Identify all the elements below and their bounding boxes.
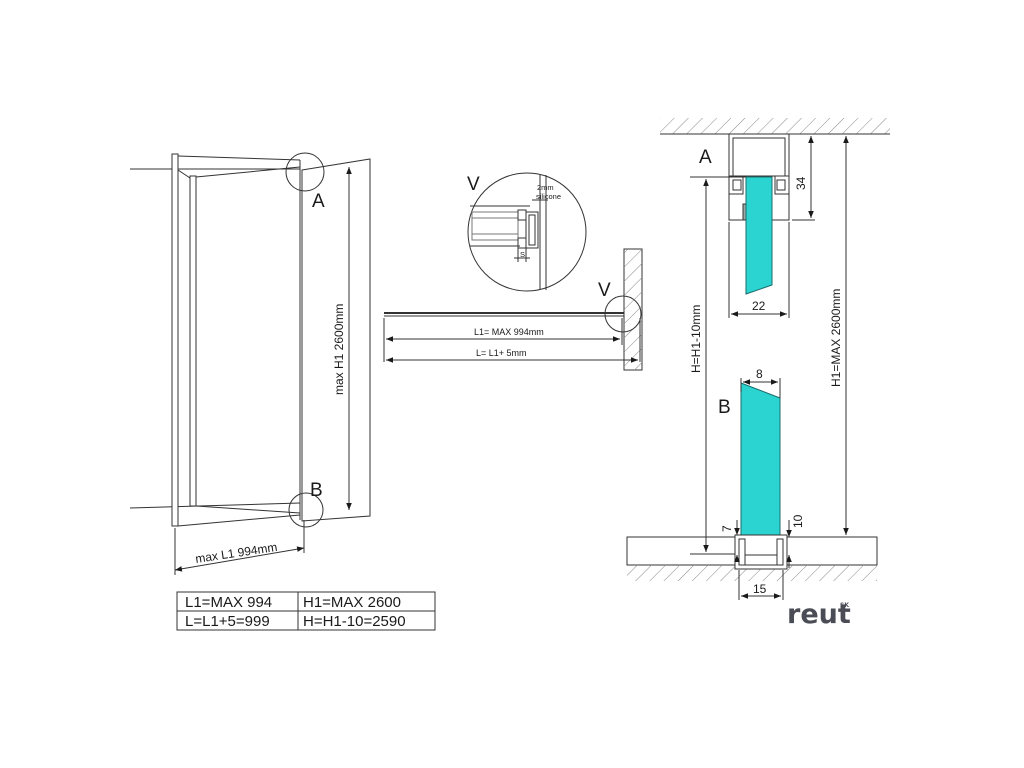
- dimension-15: 15: [753, 582, 767, 596]
- marker-a-left: A: [312, 191, 325, 212]
- silicone-note: 2mm: [537, 183, 554, 192]
- dimension-7: 7: [720, 525, 734, 532]
- detail-marker-v-small: V: [598, 280, 611, 301]
- table-cell: H=H1-10=2590: [303, 613, 406, 630]
- table-cell: L=L1+5=999: [185, 613, 270, 630]
- table-cell: H1=MAX 2600: [303, 594, 401, 611]
- silicone-note: silicone: [536, 192, 561, 201]
- dimension-l: L= L1+ 5mm: [476, 348, 527, 358]
- marker-b-left: B: [310, 480, 323, 501]
- table-cell: L1=MAX 994: [185, 594, 272, 611]
- brand-logo: reut: [787, 599, 851, 630]
- dimension-10: 10: [791, 514, 805, 528]
- perspective-view: [129, 152, 371, 575]
- marker-b-section: B: [718, 397, 731, 418]
- dimension-h: H=H1-10mm: [689, 305, 703, 373]
- plan-view: [383, 172, 643, 371]
- detail-marker-v: V: [467, 174, 480, 195]
- dimension-l1: L1= MAX 994mm: [474, 327, 544, 337]
- dimension-8: 8: [756, 367, 763, 381]
- section-view: [626, 118, 890, 600]
- gap-label: S: [520, 250, 525, 259]
- dimension-22: 22: [752, 299, 766, 313]
- spec-table: [176, 591, 436, 631]
- brand-logo-sup: SK: [840, 602, 849, 609]
- height-dimension-left: max H1 2600mm: [332, 304, 346, 395]
- marker-a-section: A: [699, 147, 712, 168]
- dimension-h1: H1=MAX 2600mm: [829, 289, 843, 387]
- width-dimension-left: max L1 994mm: [194, 540, 278, 566]
- dimension-34: 34: [794, 176, 808, 190]
